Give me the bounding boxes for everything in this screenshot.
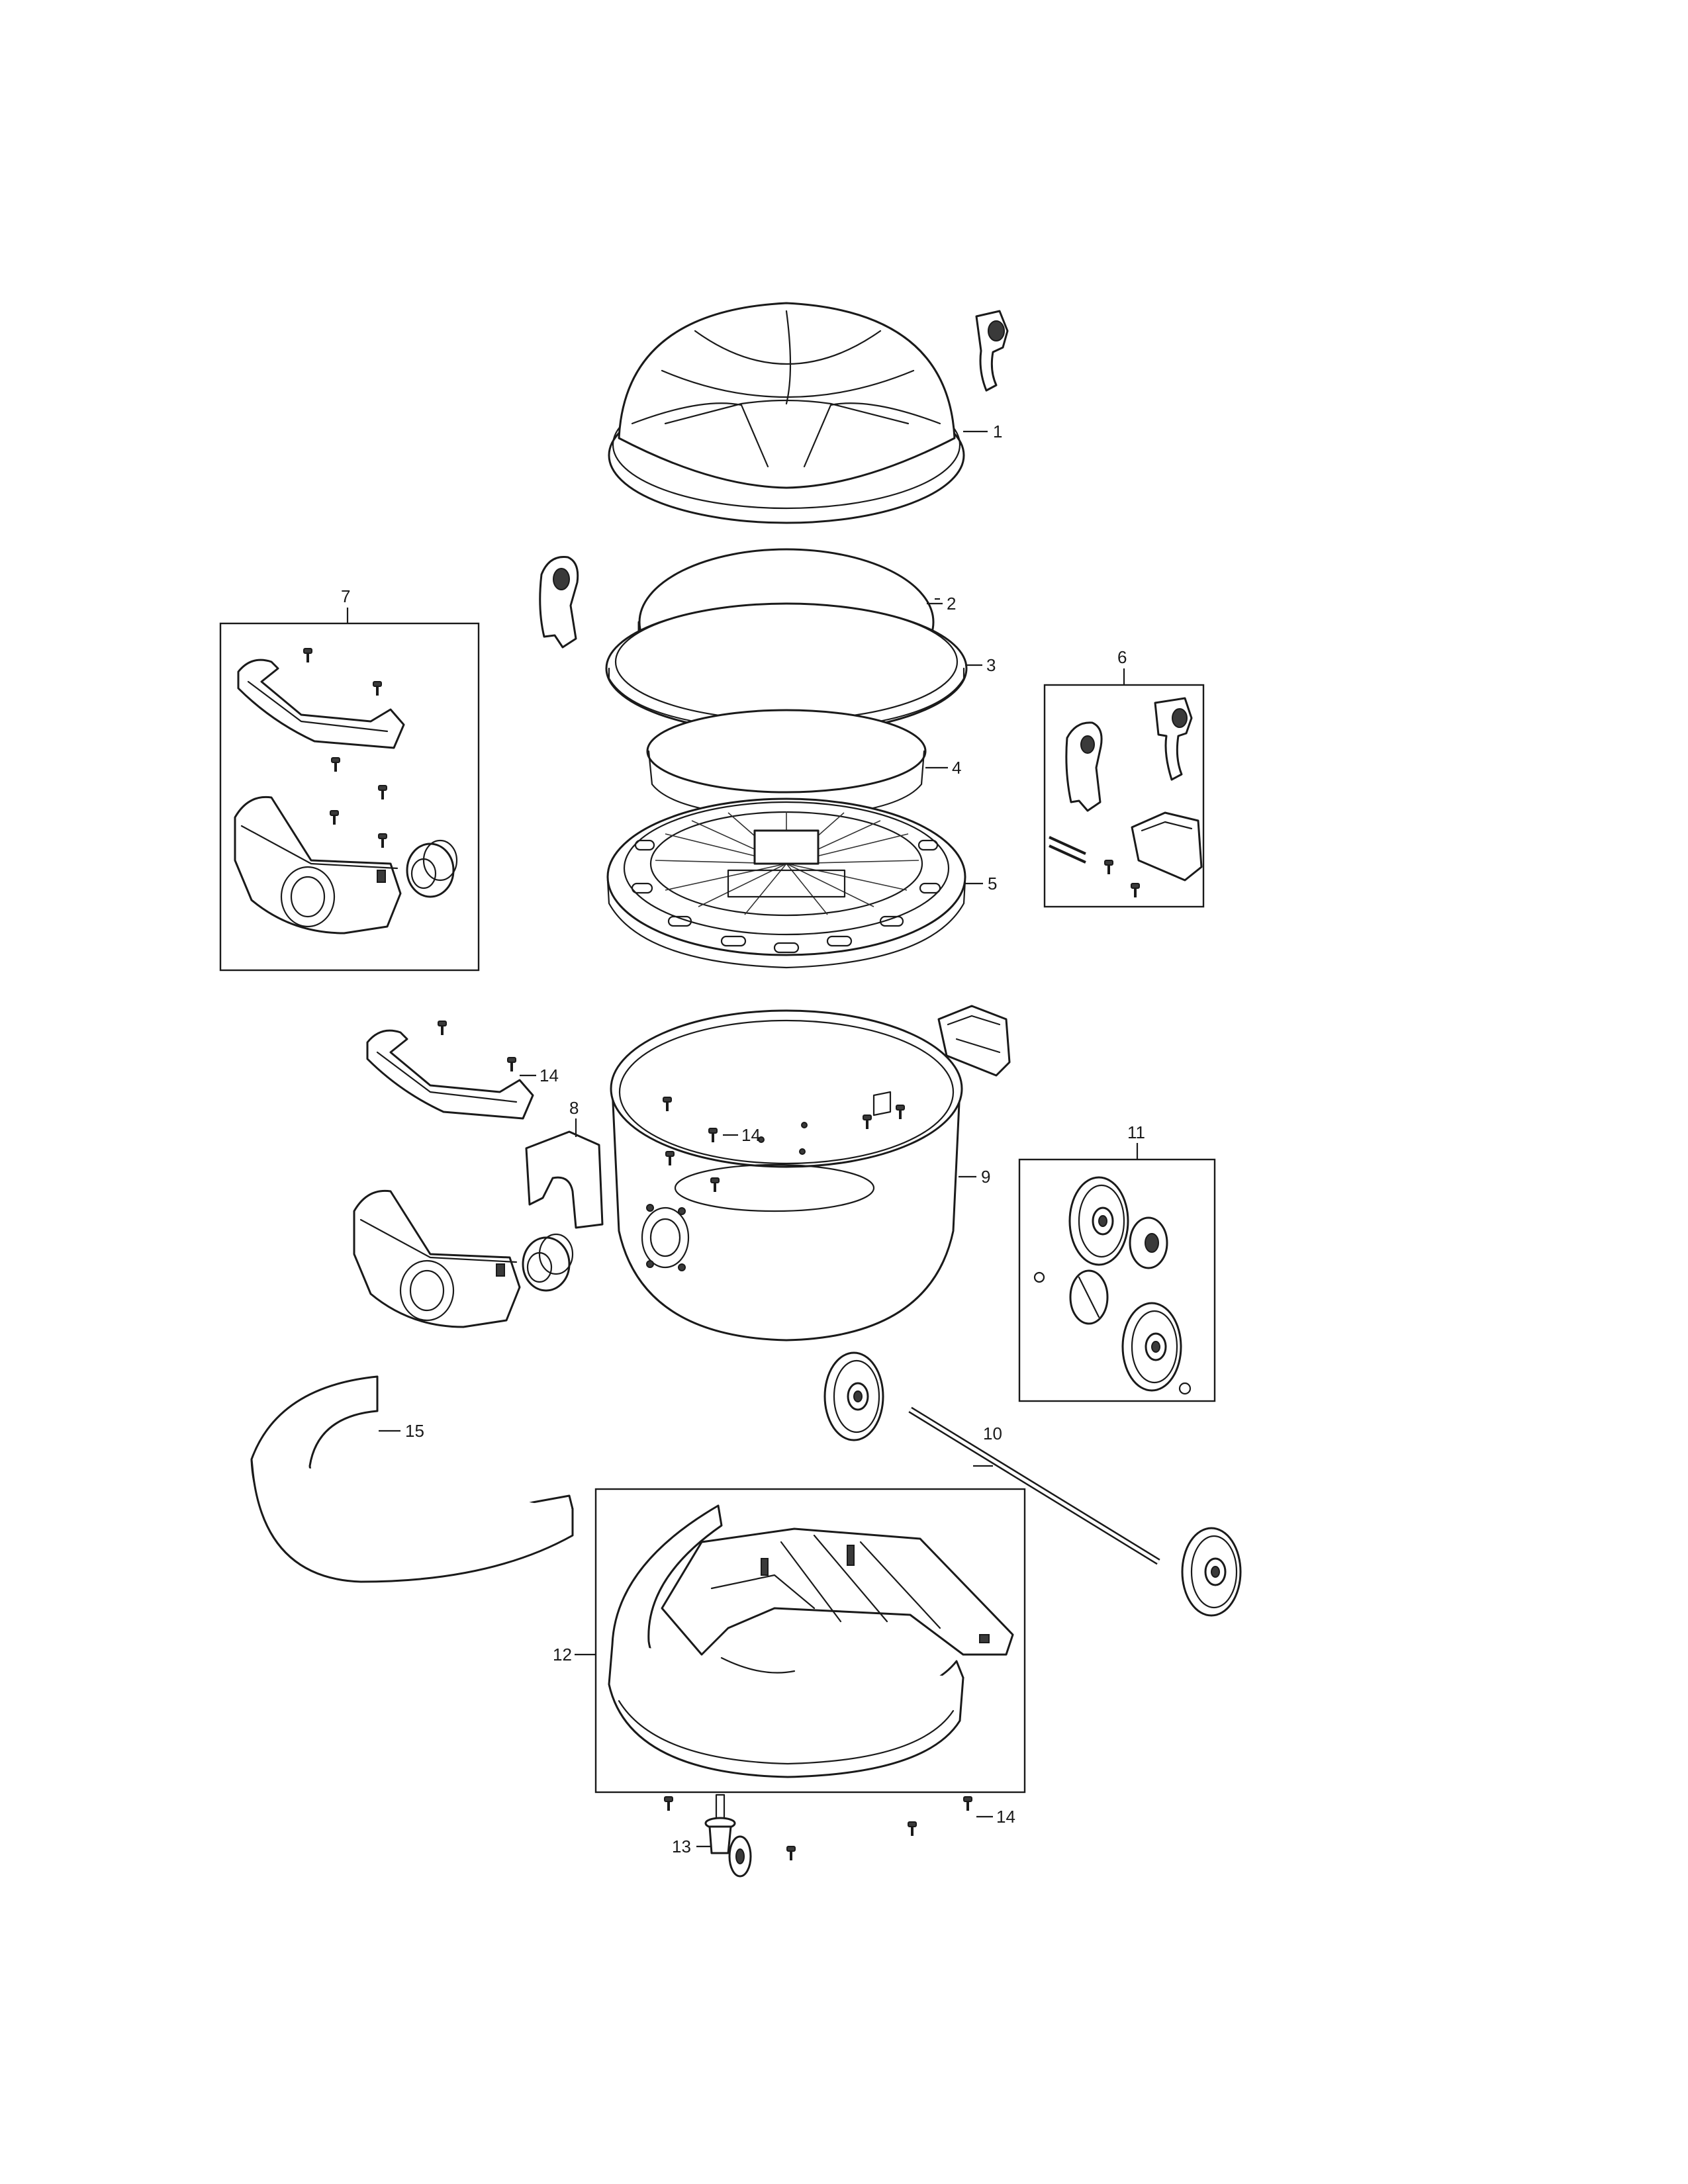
kit-12-base (594, 1488, 1026, 1794)
callout-13: 13 (672, 1837, 691, 1856)
part-8-plate (525, 1118, 604, 1229)
callout-11: 11 (1127, 1122, 1145, 1142)
callout-4: 4 (952, 758, 961, 778)
callout-2: 2 (947, 594, 956, 614)
part-13-caster (704, 1794, 752, 1878)
callout-5: 5 (988, 874, 997, 893)
part-15-bumper (250, 1375, 574, 1583)
latch-right-bracket (937, 1005, 1011, 1077)
kit-7-handle-set (219, 608, 480, 972)
part-1-lid (608, 302, 965, 524)
leader-lines (379, 430, 993, 1848)
kit-6-latch-set (1043, 668, 1205, 908)
kit-11-wheel-set (1018, 1143, 1216, 1402)
callout-1: 1 (993, 422, 1002, 441)
callout-14-a: 14 (539, 1066, 559, 1085)
callout-3: 3 (986, 655, 996, 675)
part-9-container (610, 1009, 963, 1342)
callout-12: 12 (553, 1645, 572, 1664)
latch-left (539, 556, 579, 649)
callout-6: 6 (1117, 647, 1127, 667)
callout-10: 10 (983, 1424, 1002, 1443)
callout-14-b: 14 (741, 1125, 761, 1145)
housing-front (353, 1189, 574, 1328)
part-10-axle (823, 1351, 1242, 1617)
callout-15: 15 (405, 1421, 424, 1441)
callout-8: 8 (569, 1098, 579, 1118)
part-4-filter-sleeve (646, 709, 927, 819)
handle (366, 1020, 534, 1120)
callout-14-c: 14 (996, 1807, 1015, 1827)
callout-labels: 1 2 3 4 5 6 7 8 9 10 11 12 13 14 14 14 1… (341, 422, 1145, 1856)
part-1-latch (975, 310, 1009, 392)
callout-9: 9 (981, 1167, 990, 1187)
callout-7: 7 (341, 586, 350, 606)
part-5-filter-basket (606, 797, 966, 969)
